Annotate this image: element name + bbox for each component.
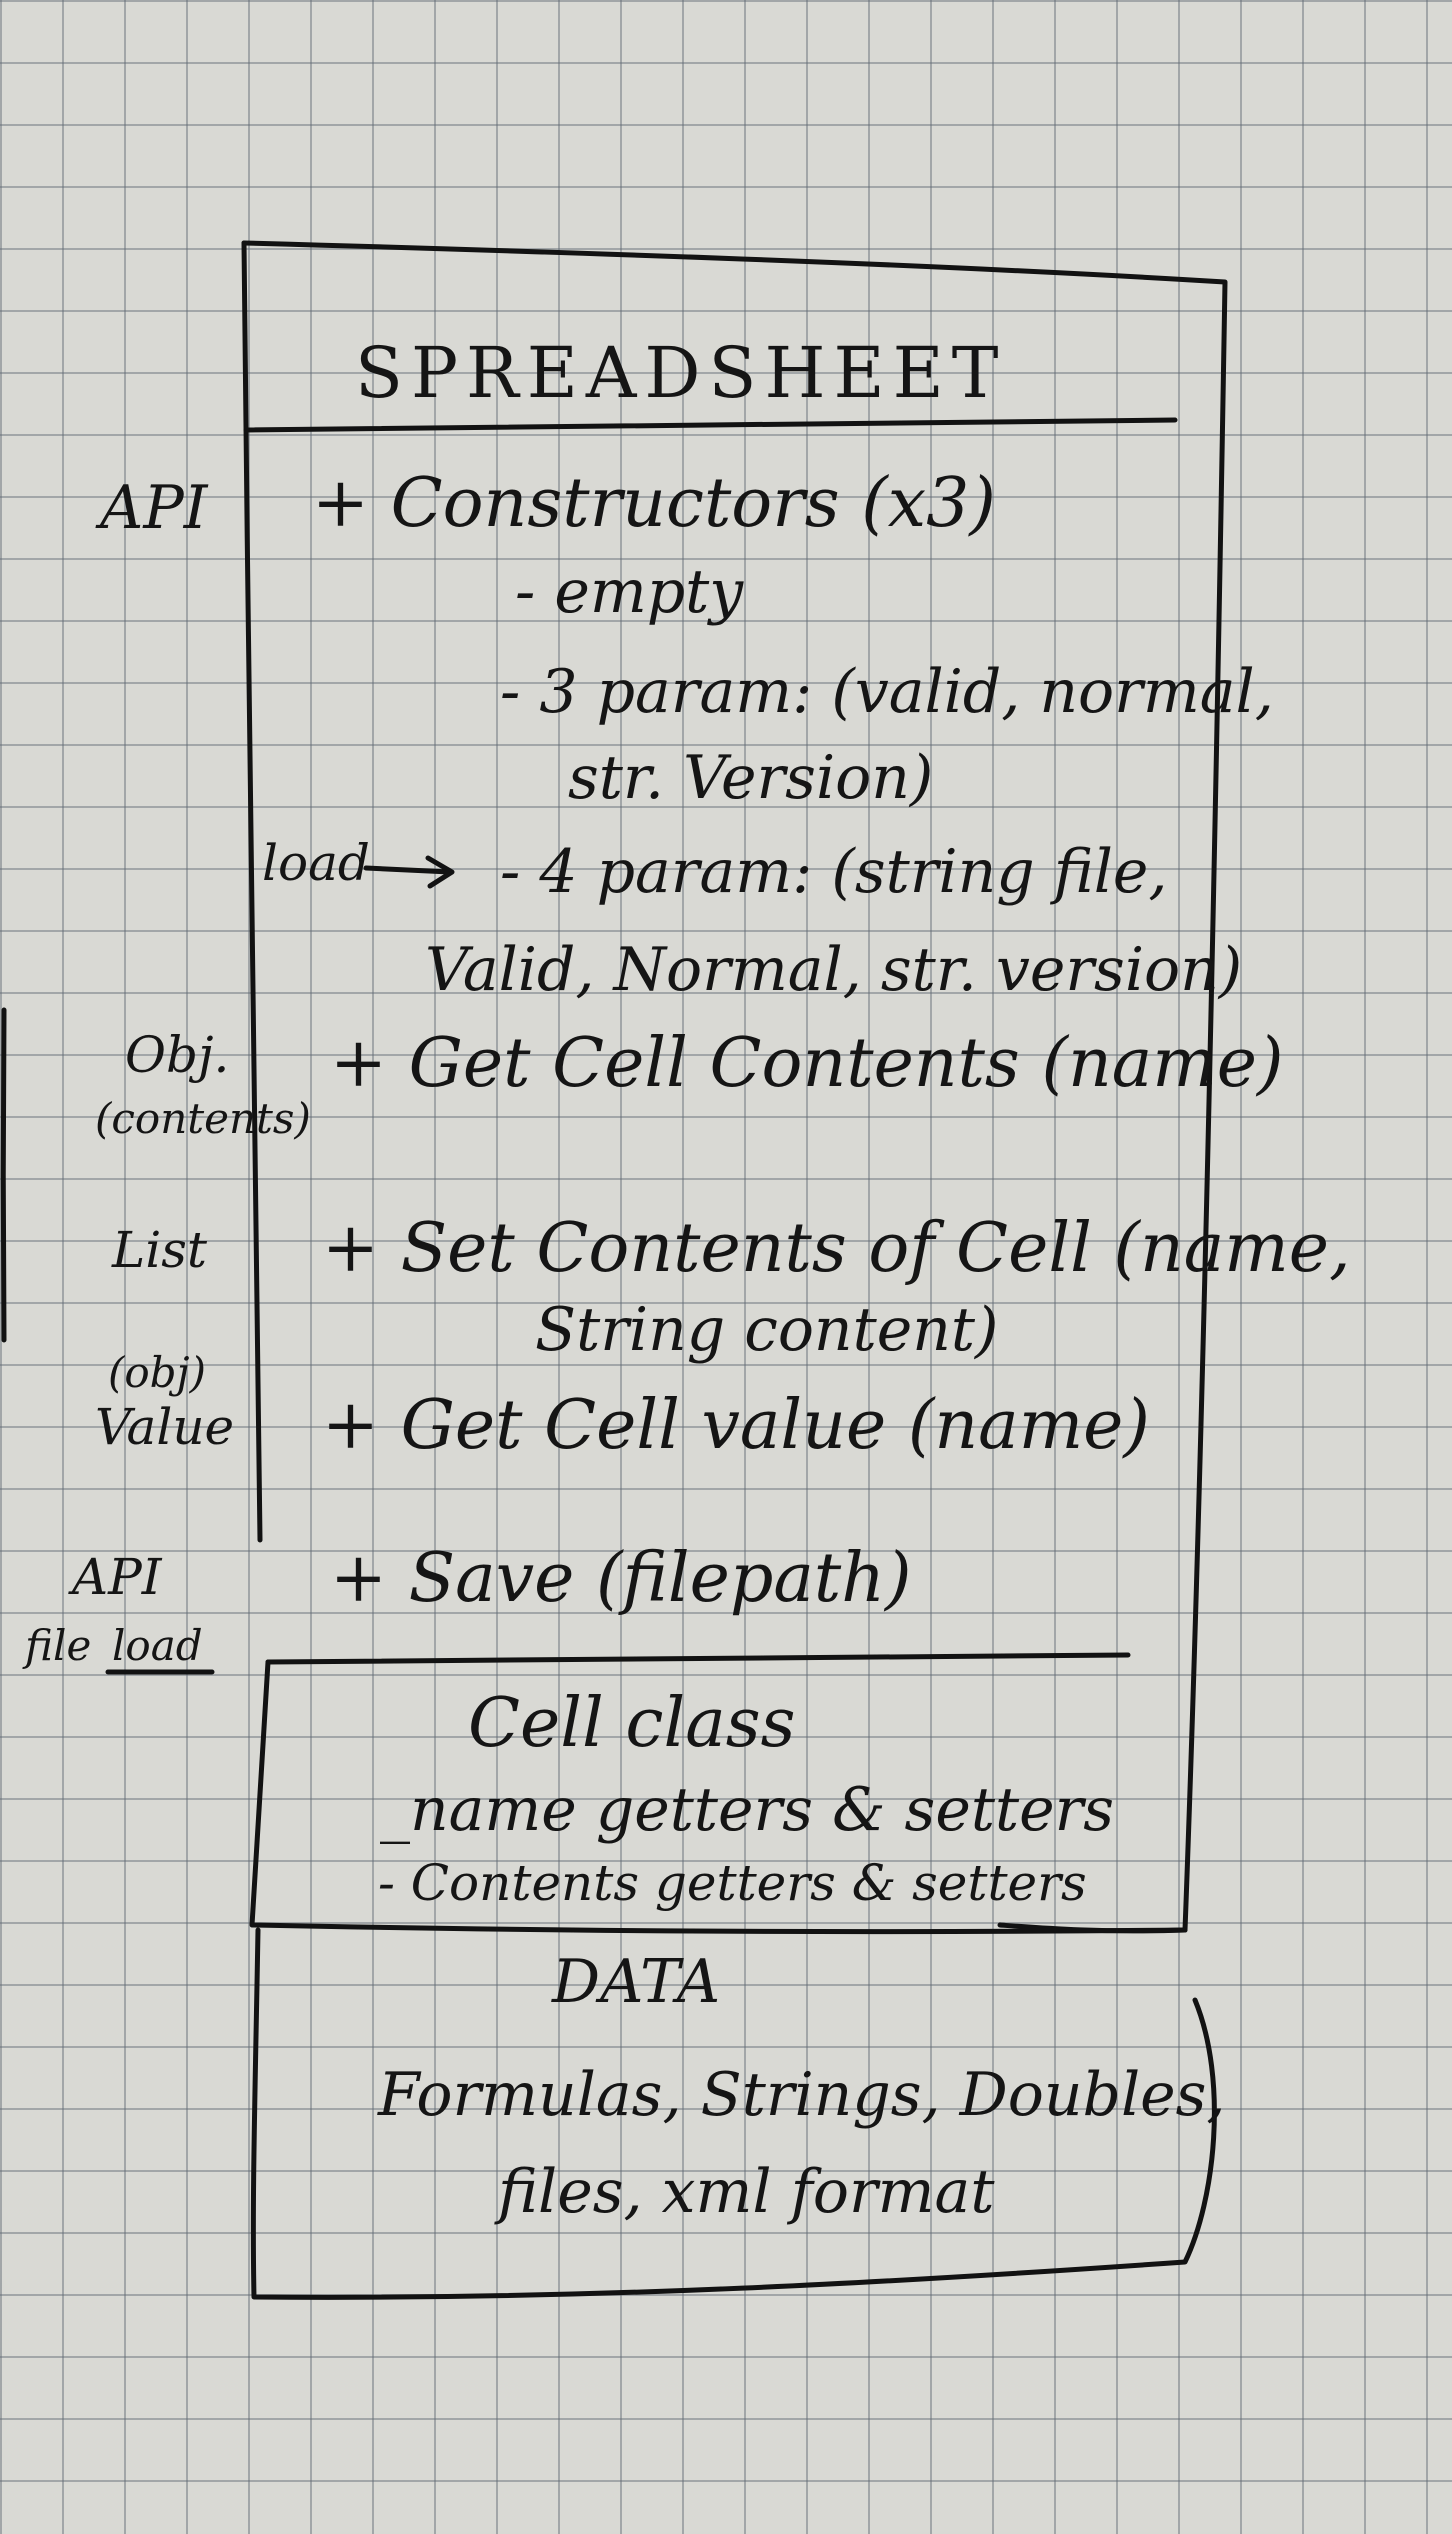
data-types-line1: Formulas, Strings, Doubles,	[378, 2060, 1226, 2130]
margin-value: Value	[95, 1398, 235, 1456]
load-arrow	[363, 855, 455, 889]
ctor-4-param-line1: - 4 param: (string file,	[500, 837, 1168, 907]
cell-class-name-accessors: _name getters & setters	[380, 1775, 1115, 1845]
ctor-3-param-line1: - 3 param: (valid, normal,	[500, 657, 1274, 727]
margin-load-bottom: load	[112, 1621, 203, 1670]
margin-obj-contents: (contents)	[95, 1094, 311, 1143]
cell-class-top-divider	[265, 1652, 1131, 1665]
get-cell-contents-method: + Get Cell Contents (name)	[330, 1024, 1284, 1103]
cell-class-box	[249, 1659, 1188, 1935]
data-title: DATA	[552, 1947, 721, 2017]
margin-api-top: API	[100, 473, 208, 543]
save-method: + Save (filepath)	[330, 1539, 912, 1618]
margin-obj: Obj.	[125, 1026, 230, 1084]
margin-list: List	[112, 1221, 207, 1279]
cell-class-title: Cell class	[468, 1684, 796, 1763]
ctor-3-param-line2: str. Version)	[568, 743, 934, 813]
data-box	[250, 1927, 1217, 2300]
margin-api-bottom: API	[72, 1548, 162, 1606]
margin-value-obj: (obj)	[108, 1348, 206, 1397]
data-types-line2: files, xml format	[498, 2157, 995, 2227]
set-contents-method-line2: String content)	[535, 1295, 999, 1365]
set-contents-method-line1: + Set Contents of Cell (name,	[322, 1209, 1351, 1288]
margin-load: load	[262, 834, 370, 892]
ctor-4-param-line2: Valid, Normal, str. version)	[425, 935, 1243, 1005]
spreadsheet-box-left-edge	[241, 240, 263, 1543]
constructors-method: + Constructors (x3)	[312, 464, 996, 543]
margin-line	[0, 1007, 7, 1343]
class-title: SPREADSHEET	[355, 332, 1007, 414]
ctor-empty: - empty	[515, 557, 744, 627]
get-cell-value-method: + Get Cell value (name)	[322, 1386, 1150, 1465]
margin-file: file	[25, 1621, 92, 1670]
title-underline	[243, 417, 1178, 433]
cell-class-contents-accessors: - Contents getters & setters	[378, 1854, 1087, 1912]
